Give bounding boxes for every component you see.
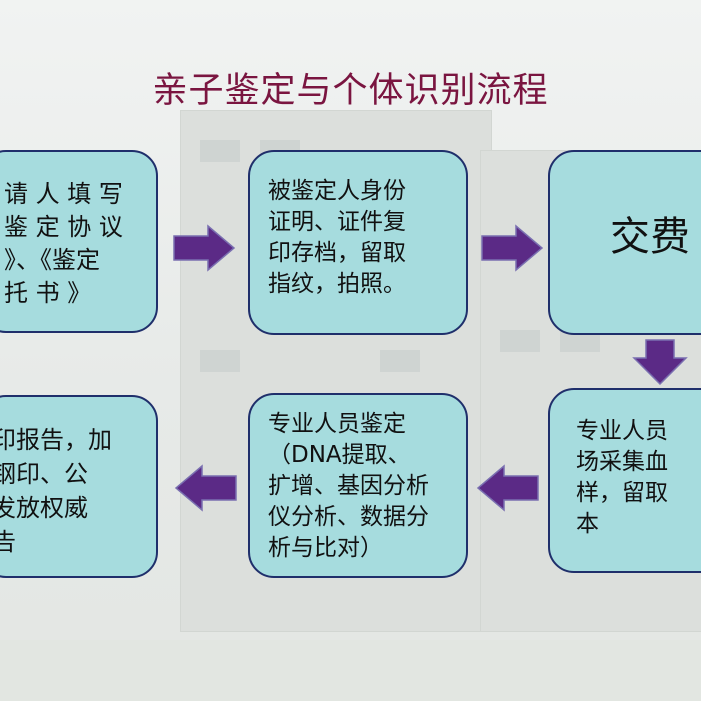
step-5-line-3: 扩增、基因分析 bbox=[268, 473, 429, 499]
step-3-line-1: 交费 bbox=[610, 214, 690, 260]
step-6-box: 印报告，加 钢印、公 发放权威 告 bbox=[0, 395, 158, 578]
step-4-line-2: 场采集血 bbox=[576, 449, 668, 475]
arrow-down-icon bbox=[632, 339, 688, 386]
arrow-left-2-icon bbox=[174, 464, 237, 512]
step-2-line-3: 印存档，留取 bbox=[268, 240, 406, 266]
step-2-line-4: 指纹，拍照。 bbox=[268, 271, 406, 297]
step-4-line-4: 本 bbox=[576, 511, 599, 537]
step-1-box: 请 人 填 写 鉴 定 协 议 》、《鉴定 托 书 》 bbox=[0, 150, 158, 333]
step-5-box: 专业人员鉴定 （DNA提取、 扩增、基因分析 仪分析、数据分 析与比对） bbox=[248, 393, 468, 578]
page-title: 亲子鉴定与个体识别流程 bbox=[152, 71, 549, 111]
step-3-box: 交费 bbox=[548, 150, 701, 335]
step-6-line-3: 发放权威 bbox=[0, 494, 88, 522]
step-1-line-3: 》、《鉴定 bbox=[4, 246, 100, 274]
step-5-line-5: 析与比对） bbox=[268, 535, 383, 561]
step-5-line-4: 仪分析、数据分 bbox=[268, 504, 429, 530]
step-6-line-2: 钢印、公 bbox=[0, 460, 88, 488]
step-2-box: 被鉴定人身份 证明、证件复 印存档，留取 指纹，拍照。 bbox=[248, 150, 468, 335]
step-5-line-1: 专业人员鉴定 bbox=[268, 411, 406, 437]
arrow-left-1-icon bbox=[476, 464, 539, 512]
step-4-line-1: 专业人员 bbox=[576, 418, 668, 444]
arrow-right-1-icon bbox=[173, 224, 236, 272]
step-2-line-2: 证明、证件复 bbox=[268, 209, 406, 235]
step-2-line-1: 被鉴定人身份 bbox=[268, 178, 406, 204]
step-6-line-4: 告 bbox=[0, 525, 112, 559]
arrow-right-2-icon bbox=[481, 224, 544, 272]
step-1-line-4: 托 书 》 bbox=[4, 279, 92, 307]
step-1-line-1: 请 人 填 写 bbox=[4, 180, 123, 208]
step-6-line-1: 印报告，加 bbox=[0, 426, 112, 454]
step-5-line-2: （DNA提取、 bbox=[268, 442, 411, 468]
step-1-line-2: 鉴 定 协 议 bbox=[4, 213, 123, 241]
step-4-line-3: 样，留取 bbox=[576, 480, 668, 506]
step-4-box: 专业人员 场采集血 样，留取 本 bbox=[548, 388, 701, 573]
